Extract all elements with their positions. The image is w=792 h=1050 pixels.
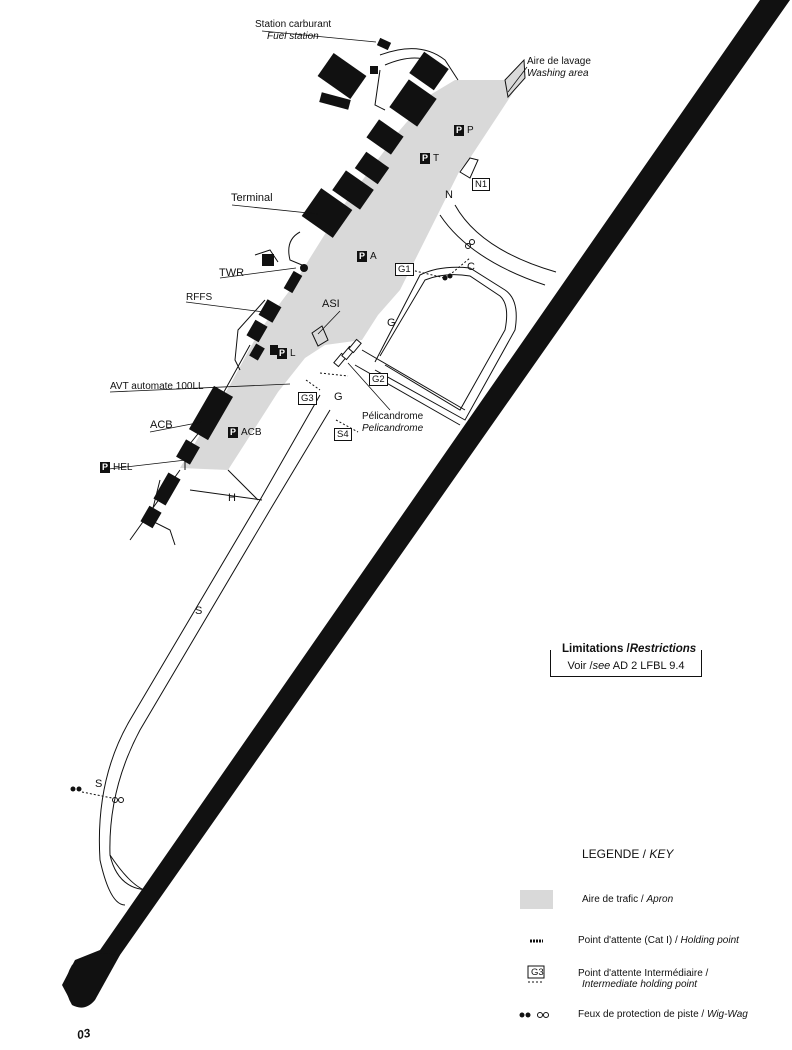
parking-p-name: P <box>467 125 474 136</box>
legend-wigwag-swatch <box>519 1012 549 1018</box>
restrictions-frame <box>550 650 702 677</box>
restrictions-body-en: see <box>592 660 611 672</box>
taxiway-g-south[interactable]: G <box>334 391 343 403</box>
taxiway-h[interactable]: H <box>228 492 236 504</box>
acb-label: ACB <box>150 419 173 431</box>
parking-hel-name: HEL <box>113 462 133 473</box>
avt-label: AVT automate 100LL <box>110 381 204 392</box>
parking-acb-name: ACB <box>241 427 262 438</box>
runway[interactable] <box>62 0 790 1008</box>
fuel-station-label: Station carburant Fuel station <box>255 19 331 43</box>
parking-symbol: P <box>420 153 431 164</box>
legend-apron: Aire de trafic / Apron <box>582 894 673 905</box>
parking-t-name: T <box>433 153 440 164</box>
apron-main <box>180 76 524 470</box>
restrictions-title: Limitations /Restrictions <box>560 643 699 655</box>
parking-symbol: P <box>277 348 288 359</box>
parking-a-name: A <box>370 251 377 262</box>
pelicandrome-en: Pelicandrome <box>362 423 424 434</box>
taxiway-n[interactable]: N <box>445 189 453 201</box>
holding-s4[interactable]: S4 <box>334 428 352 441</box>
parking-symbol: P <box>100 462 111 473</box>
washing-area-label: Aire de lavage Washing area <box>527 56 591 80</box>
legend-intermediate-fr: Point d'attente Intermédiaire / <box>578 968 709 979</box>
wigwag-lights <box>70 239 475 803</box>
restrictions-title-fr: Limitations / <box>562 643 630 655</box>
legend-wigwag-en: Wig-Wag <box>706 1009 748 1020</box>
taxiway-s-mid[interactable]: S <box>195 605 203 617</box>
buildings <box>140 37 449 529</box>
legend-intermediate: Point d'attente Intermédiaire /Intermedi… <box>578 968 708 990</box>
legend-intermediate-box <box>527 965 545 979</box>
asi-label: ASI <box>322 298 340 310</box>
washing-area <box>504 58 526 99</box>
parking-symbol: P <box>454 125 465 136</box>
restrictions-body-ref: AD 2 LFBL 9.4 <box>612 660 685 672</box>
restrictions-title-en: Restrictions <box>629 643 697 655</box>
holding-n1[interactable]: N1 <box>472 178 491 191</box>
pelicandrome-fr: Pélicandrome <box>362 411 424 422</box>
parking-l-name: L <box>290 348 296 359</box>
legend-intermediate-code: G3 <box>531 967 544 978</box>
restrictions-body: Voir /see AD 2 LFBL 9.4 <box>550 660 702 672</box>
holding-g1[interactable]: G1 <box>395 263 414 276</box>
legend-holding-en: Holding point <box>680 935 739 946</box>
taxiway-c[interactable]: C <box>467 261 475 273</box>
pelicandrome-pads <box>333 338 362 368</box>
holding-g3[interactable]: G3 <box>298 392 317 405</box>
holding-g2[interactable]: G2 <box>369 373 388 386</box>
leader-lines <box>99 30 528 471</box>
fuel-station-en: Fuel station <box>267 31 319 42</box>
parking-symbol: P <box>228 427 239 438</box>
rffs-label: RFFS <box>186 292 213 303</box>
parking-symbol: P <box>357 251 368 262</box>
terminal-label: Terminal <box>231 192 273 204</box>
legend-apron-swatch <box>520 890 553 909</box>
washing-area-en: Washing area <box>527 68 589 79</box>
legend-holding: Point d'attente (Cat I) / Holding point <box>578 935 739 946</box>
pelicandrome-label: Pélicandrome Pelicandrome <box>362 411 423 435</box>
washing-area-fr: Aire de lavage <box>527 56 591 67</box>
legend-title: LEGENDE / KEY <box>582 847 673 861</box>
taxiway-s-end[interactable]: S <box>95 778 103 790</box>
legend-intermediate-en: Intermediate holding point <box>582 979 698 990</box>
legend-holding-fr: Point d'attente (Cat I) / <box>578 935 678 946</box>
fuel-station-fr: Station carburant <box>255 19 332 30</box>
legend-title-fr: LEGENDE / <box>582 847 647 861</box>
restrictions-box: Limitations /Restrictions Voir /see AD 2… <box>550 643 702 677</box>
legend-wigwag: Feux de protection de piste / Wig-Wag <box>578 1009 748 1020</box>
legend-title-en: KEY <box>649 847 674 861</box>
legend-wigwag-fr: Feux de protection de piste / <box>578 1009 705 1020</box>
twr-label: TWR <box>219 267 245 279</box>
legend-apron-en: Apron <box>646 894 674 905</box>
taxiway-g-north[interactable]: G <box>387 317 396 329</box>
runway-03-label: 03 <box>75 1025 92 1043</box>
restrictions-body-fr: Voir / <box>567 660 593 672</box>
legend-apron-fr: Aire de trafic / <box>582 894 644 905</box>
